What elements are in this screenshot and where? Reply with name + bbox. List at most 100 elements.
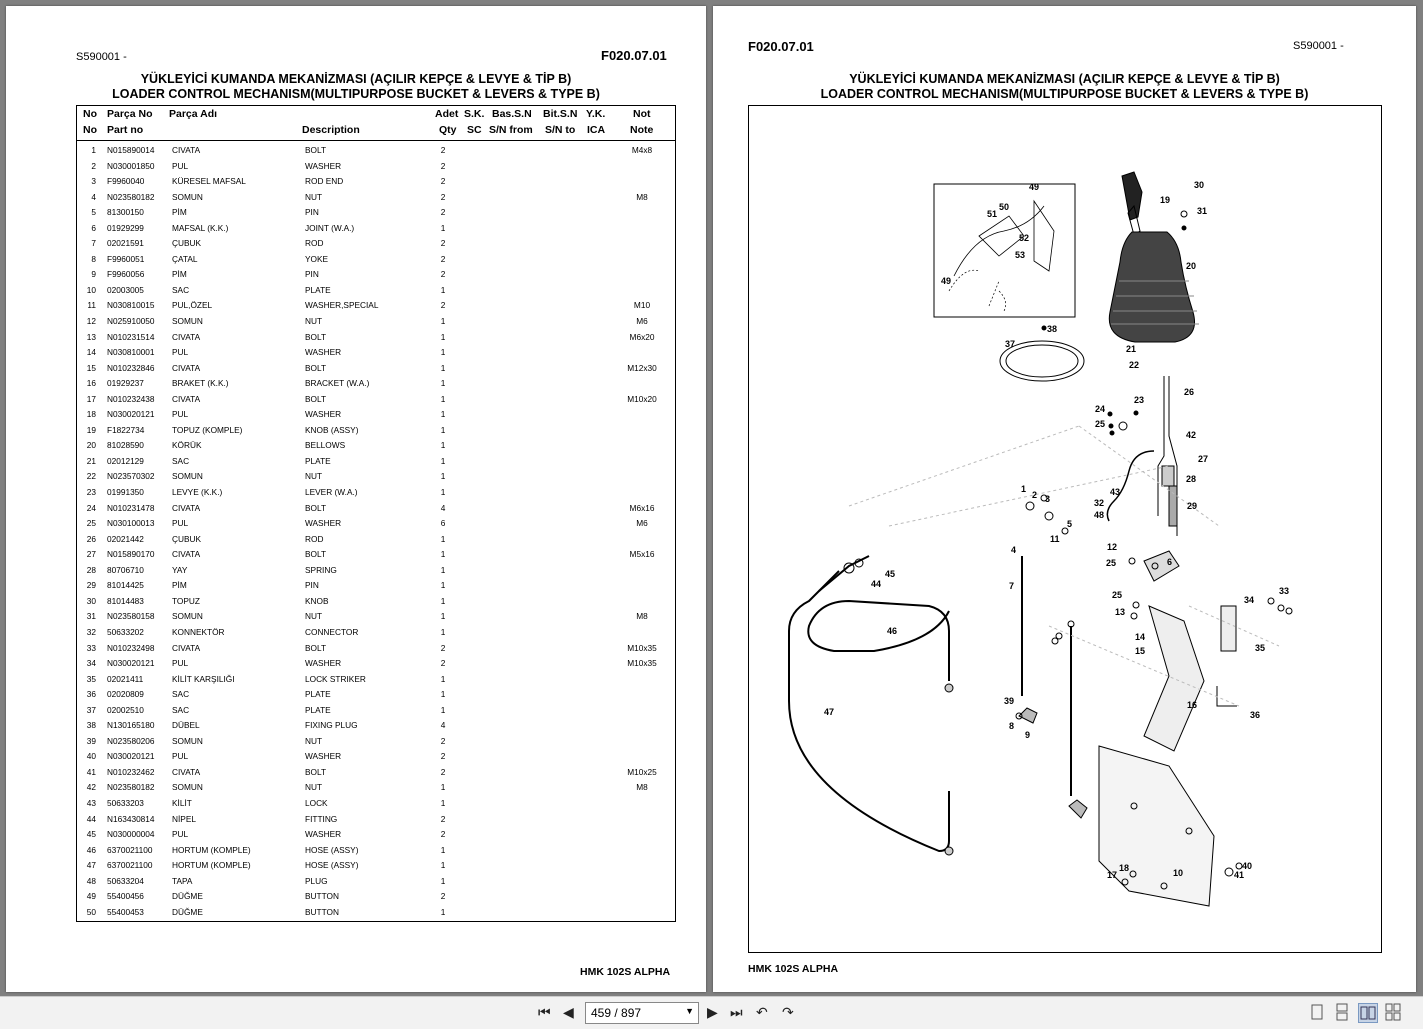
note: M8 (636, 191, 648, 202)
part-description: HOSE (ASSY) (305, 860, 359, 871)
quantity: 2 (440, 829, 446, 840)
callout-3: 3 (1045, 494, 1050, 504)
note: M6 (636, 518, 648, 529)
quantity: 2 (440, 253, 446, 264)
rotate-back-icon[interactable]: ↶ (756, 1004, 768, 1020)
part-description: BOLT (305, 362, 327, 373)
callout-43: 43 (1110, 487, 1120, 497)
callout-47: 47 (824, 707, 834, 717)
item-number: 17 (86, 393, 96, 404)
item-number: 27 (86, 549, 96, 560)
item-number: 26 (86, 533, 96, 544)
next-page-icon[interactable]: ▶ (707, 1004, 718, 1020)
part-name-tr: CIVATA (172, 549, 201, 560)
callout-12: 12 (1107, 542, 1117, 552)
single-page-view-icon[interactable] (1308, 1003, 1326, 1021)
col-sk-en: SC (467, 124, 482, 136)
quantity: 1 (440, 424, 446, 435)
callout-20: 20 (1186, 261, 1196, 271)
quantity: 1 (440, 875, 446, 886)
part-name-tr: PUL (172, 160, 189, 171)
quantity: 1 (440, 844, 446, 855)
part-number: N010232438 (107, 393, 155, 404)
item-number: 46 (86, 844, 96, 855)
part-name-tr: PUL (172, 658, 189, 669)
part-number: 81014425 (107, 580, 144, 591)
callout-36: 36 (1250, 710, 1260, 720)
page-number-select[interactable]: 459 / 897 ▼ (585, 1002, 699, 1024)
callout-11: 11 (1050, 534, 1060, 544)
part-name-tr: PUL (172, 829, 189, 840)
callout-28: 28 (1186, 474, 1196, 484)
part-name-tr: DÜBEL (172, 720, 200, 731)
note: M8 (636, 611, 648, 622)
rotate-forward-icon[interactable]: ↷ (782, 1004, 794, 1020)
quantity: 1 (440, 580, 446, 591)
callout-25: 25 (1095, 419, 1105, 429)
note: M8 (636, 782, 648, 793)
item-number: 12 (86, 316, 96, 327)
part-number: F9960040 (107, 176, 145, 187)
continuous-view-icon[interactable] (1333, 1003, 1351, 1021)
part-description: FIXING PLUG (305, 720, 358, 731)
part-number: 01991350 (107, 487, 144, 498)
callout-6: 6 (1167, 557, 1172, 567)
part-number: F9960051 (107, 253, 145, 264)
part-name-tr: PUL (172, 409, 189, 420)
quantity: 6 (440, 518, 446, 529)
part-description: WASHER (305, 751, 342, 762)
part-description: WASHER (305, 658, 342, 669)
first-page-icon[interactable]: ⏮ (538, 1004, 551, 1020)
col-to-tr: Bit.S.N (543, 108, 578, 120)
item-number: 32 (86, 626, 96, 637)
part-number: 01929237 (107, 378, 144, 389)
part-name-tr: MAFSAL (K.K.) (172, 222, 229, 233)
part-description: PLATE (305, 689, 331, 700)
part-number: N130165180 (107, 720, 155, 731)
col-note-en: Note (630, 124, 654, 136)
part-description: BOLT (305, 766, 327, 777)
callout-18: 18 (1119, 863, 1129, 873)
note: M12x30 (627, 362, 657, 373)
part-name-tr: CIVATA (172, 145, 201, 155)
serial-range: S590001 - (1293, 40, 1344, 52)
quantity: 2 (440, 207, 446, 218)
part-number: N030000004 (107, 829, 155, 840)
callout-49: 49 (1029, 182, 1039, 192)
part-name-tr: SOMUN (172, 191, 203, 202)
callout-40: 40 (1242, 861, 1252, 871)
previous-page-icon[interactable]: ◀ (563, 1004, 574, 1020)
continuous-two-page-view-icon[interactable] (1384, 1003, 1402, 1021)
quantity: 1 (440, 782, 446, 793)
part-number: 02020809 (107, 689, 144, 700)
two-page-view-icon[interactable] (1358, 1003, 1378, 1023)
part-number: 02021411 (107, 673, 144, 684)
part-description: NUT (305, 611, 323, 622)
quantity: 4 (440, 720, 446, 731)
item-number: 40 (86, 751, 96, 762)
part-name-tr: PUL (172, 347, 189, 358)
item-number: 24 (86, 502, 96, 513)
last-page-icon[interactable]: ⏭ (730, 1004, 743, 1020)
col-qty-en: Qty (439, 124, 457, 136)
item-number: 25 (86, 518, 96, 529)
item-number: 6 (91, 222, 96, 233)
part-number: 02021442 (107, 533, 144, 544)
part-description: BOLT (305, 642, 327, 653)
note: M4x8 (631, 145, 653, 155)
part-name-tr: SAC (172, 284, 190, 295)
callout-25: 25 (1112, 590, 1122, 600)
